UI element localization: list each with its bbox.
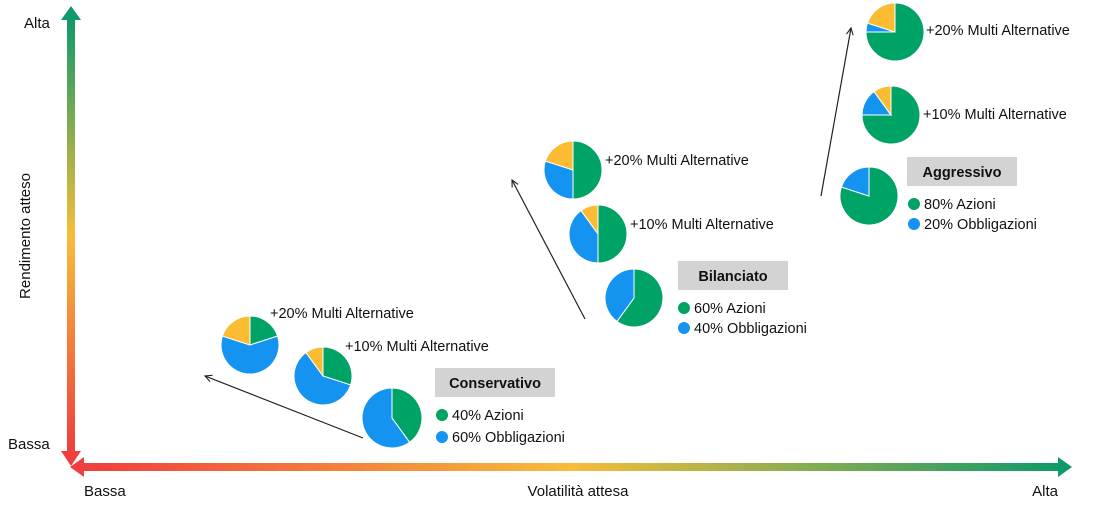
- pie-conservativo-plus10-slice-multi-alternative: [305, 346, 324, 378]
- y-axis-arrow-down: [61, 451, 81, 466]
- trend-arrow-aggressivo: [820, 28, 851, 197]
- category-box-conservativo: [435, 368, 555, 397]
- pie-aggressivo-plus20-slice-multi-alternative: [866, 2, 896, 33]
- pie-bilanciato-plus10-slice-multi-alternative: [580, 204, 599, 236]
- label-bilanciato-plus20: +20% Multi Alternative: [605, 153, 749, 169]
- y-axis-arrow-up: [61, 6, 81, 20]
- pie-aggressivo-base-slice-azioni: [839, 166, 899, 226]
- pie-conservativo-plus20-slice-multi-alternative: [221, 315, 251, 346]
- pie-aggressivo-plus20-slice-azioni: [865, 2, 925, 62]
- legend-azioni-conservativo: 40% Azioni: [452, 408, 524, 424]
- legend-dot-obbligazioni-conservativo: [436, 431, 448, 443]
- x-axis-high-label: Alta: [1032, 483, 1059, 500]
- x-axis-arrow-left: [70, 457, 84, 477]
- pie-conservativo-plus20-slice-obbligazioni: [220, 335, 280, 375]
- profile-aggressivo: +10% Multi Alternative +20% Multi Altern…: [839, 2, 1070, 233]
- pie-conservativo-plus10-slice-azioni: [322, 346, 353, 386]
- category-title-bilanciato: Bilanciato: [698, 269, 767, 285]
- pie-conservativo-plus20: [220, 315, 280, 375]
- x-axis-low-label: Bassa: [84, 483, 126, 500]
- category-title-conservativo: Conservativo: [449, 376, 541, 392]
- legend-dot-azioni-conservativo: [436, 409, 448, 421]
- x-axis-arrow-right: [1058, 457, 1072, 477]
- profile-bilanciato: +10% Multi Alternative +20% Multi Altern…: [543, 140, 807, 337]
- y-axis: [61, 6, 81, 466]
- pie-bilanciato-plus10-slice-azioni: [597, 204, 628, 264]
- pie-aggressivo-plus10-slice-azioni: [861, 85, 921, 145]
- pie-conservativo-plus10: [293, 346, 353, 406]
- legend-dot-obbligazioni-aggressivo: [908, 218, 920, 230]
- pie-aggressivo-plus10-slice-multi-alternative: [873, 85, 892, 117]
- category-title-aggressivo: Aggressivo: [923, 165, 1002, 181]
- pie-bilanciato-plus20: [543, 140, 603, 200]
- trend-arrow-bilanciato: [512, 180, 586, 320]
- legend-obbligazioni-aggressivo: 20% Obbligazioni: [924, 217, 1037, 233]
- legend-obbligazioni-conservativo: 60% Obbligazioni: [452, 430, 565, 446]
- pie-aggressivo-base: [839, 166, 899, 226]
- x-axis-title: Volatilità attesa: [528, 483, 630, 500]
- pie-aggressivo-plus10: [861, 85, 921, 145]
- pie-bilanciato-plus10: [568, 204, 628, 264]
- legend-azioni-bilanciato: 60% Azioni: [694, 301, 766, 317]
- pie-bilanciato-plus10-slice-obbligazioni: [568, 209, 599, 264]
- category-box-aggressivo: [907, 157, 1017, 186]
- y-axis-high-label: Alta: [24, 15, 51, 32]
- trend-arrow-conservativo: [205, 376, 364, 439]
- pie-bilanciato-base-slice-obbligazioni: [604, 268, 635, 323]
- pie-conservativo-base: [361, 387, 423, 449]
- label-bilanciato-plus10: +10% Multi Alternative: [630, 217, 774, 233]
- profile-conservativo: +10% Multi Alternative +20% Multi Altern…: [220, 306, 565, 449]
- y-axis-bar: [67, 18, 75, 452]
- legend-obbligazioni-bilanciato: 40% Obbligazioni: [694, 321, 807, 337]
- pie-conservativo-base-slice-obbligazioni: [361, 387, 411, 449]
- label-conservativo-plus10: +10% Multi Alternative: [345, 339, 489, 355]
- pie-bilanciato-base-slice-azioni: [616, 268, 664, 328]
- label-conservativo-plus20: +20% Multi Alternative: [270, 306, 414, 322]
- pie-aggressivo-base-slice-obbligazioni: [840, 166, 870, 197]
- pie-bilanciato-plus20-slice-azioni: [572, 140, 603, 200]
- pie-conservativo-base-slice-azioni: [391, 387, 423, 443]
- pie-bilanciato-plus20-slice-obbligazioni: [543, 160, 574, 200]
- legend-dot-azioni-bilanciato: [678, 302, 690, 314]
- label-aggressivo-plus10: +10% Multi Alternative: [923, 107, 1067, 123]
- x-axis: [70, 457, 1072, 477]
- pie-bilanciato-base: [604, 268, 664, 328]
- category-box-bilanciato: [678, 261, 788, 290]
- x-axis-bar: [82, 463, 1060, 471]
- pie-aggressivo-plus20: [865, 2, 925, 62]
- y-axis-low-label: Bassa: [8, 436, 50, 453]
- pie-conservativo-plus10-slice-obbligazioni: [293, 351, 352, 406]
- pie-conservativo-plus20-slice-azioni: [249, 315, 279, 346]
- legend-dot-obbligazioni-bilanciato: [678, 322, 690, 334]
- pie-bilanciato-plus20-slice-multi-alternative: [544, 140, 574, 171]
- legend-dot-azioni-aggressivo: [908, 198, 920, 210]
- y-axis-title: Rendimento atteso: [17, 173, 34, 299]
- legend-azioni-aggressivo: 80% Azioni: [924, 197, 996, 213]
- label-aggressivo-plus20: +20% Multi Alternative: [926, 23, 1070, 39]
